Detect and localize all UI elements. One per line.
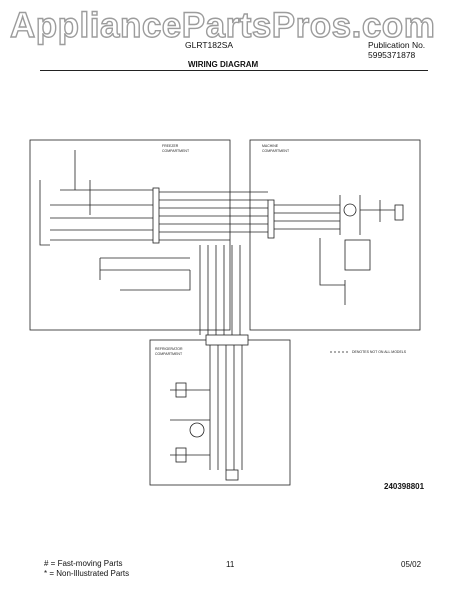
watermark-logo: AppliancePartsPros.com [9,5,436,45]
connector-block-left [152,187,160,244]
non-illustrated-legend: * = Non-Illustrated Parts [44,569,130,578]
refrigerator-label-2: COMPARTMENT [155,352,183,356]
freezer-label-2: COMPARTMENT [162,149,190,153]
publication-number: 5995371878 [368,50,416,60]
diagram-doc-number: 240398801 [384,482,425,491]
connector-block-right [267,199,275,239]
header-rule [40,70,428,71]
model-number: GLRT182SA [185,40,234,50]
page-number: 11 [226,560,235,569]
diagram-title: WIRING DIAGRAM [188,60,259,69]
freezer-compartment-box [29,139,231,331]
publication-info: Publication No. 5995371878 [368,40,425,60]
machine-compartment-box [249,139,421,331]
publication-label: Publication No. [368,40,426,50]
note-text: DENOTES NOT ON ALL MODELS [352,350,407,354]
refrigerator-compartment-box [149,339,291,486]
revision-date: 05/02 [401,560,422,569]
machine-label-1: MACHINE [262,144,279,148]
fast-moving-legend: # = Fast-moving Parts [44,559,123,568]
freezer-label-1: FREEZER [162,144,179,148]
machine-label-2: COMPARTMENT [262,149,290,153]
refrigerator-label-1: REFRIGERATOR [155,347,183,351]
connector-block-center [205,334,249,346]
